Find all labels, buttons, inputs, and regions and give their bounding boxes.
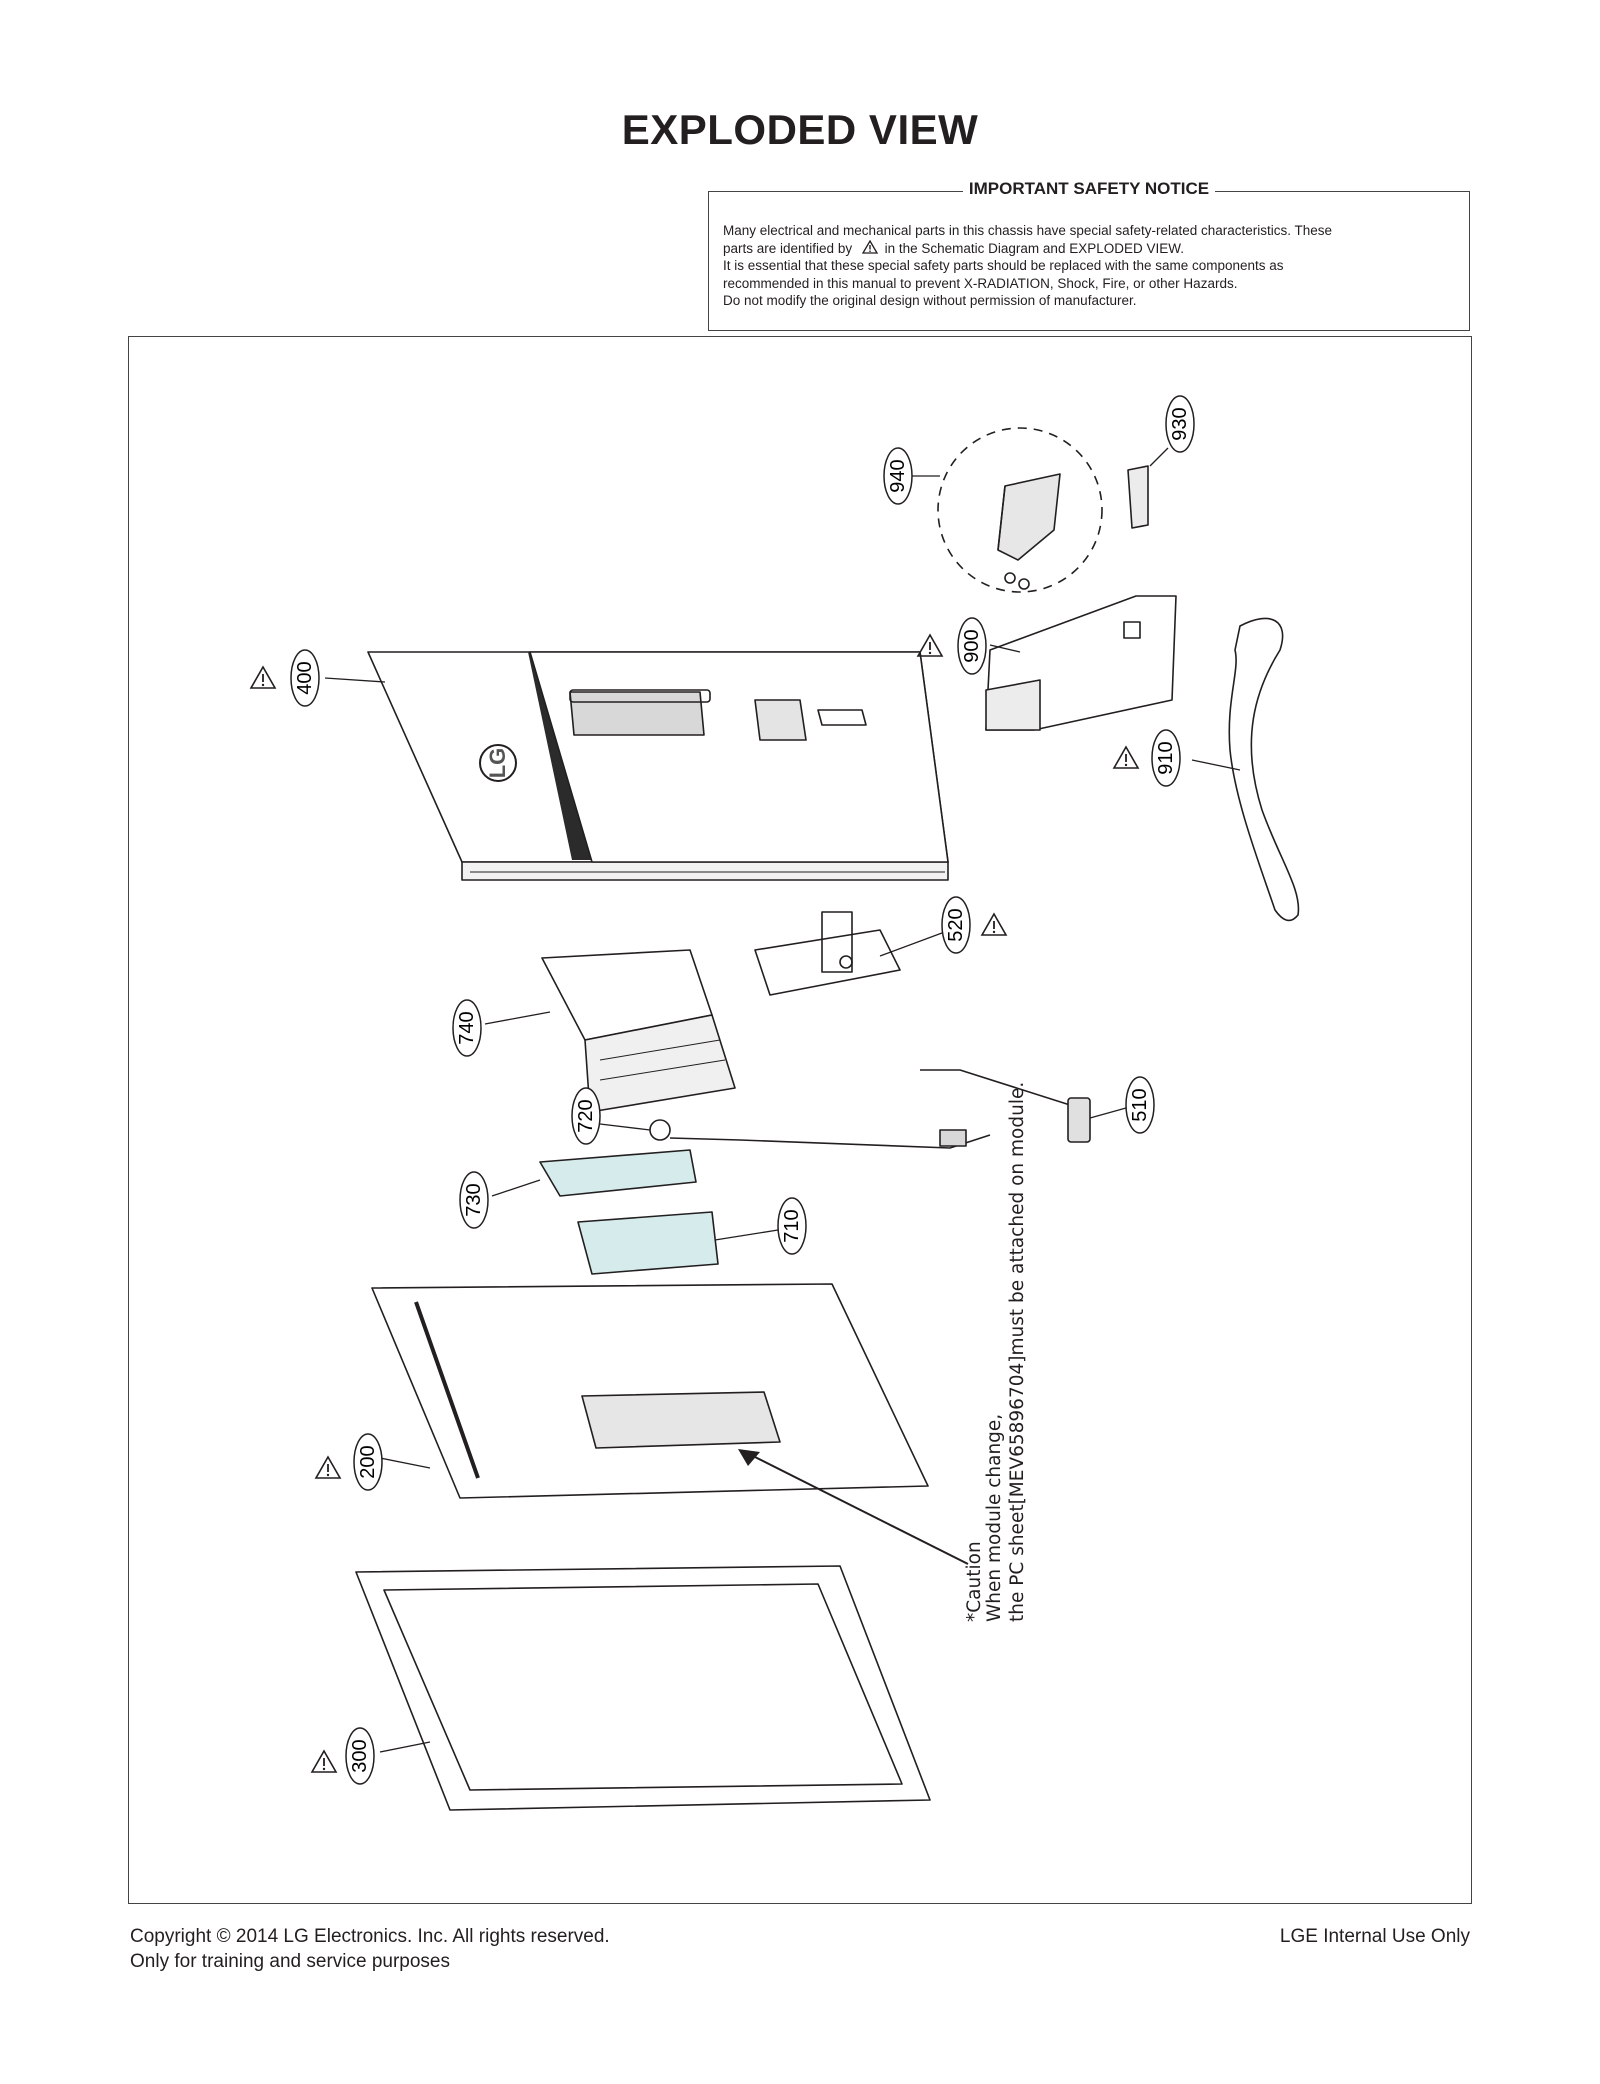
callout-730: 730 (459, 1171, 489, 1229)
callout-910: 910 (1113, 729, 1181, 787)
purpose-text: Only for training and service purposes (130, 1951, 450, 1972)
page-title: EXPLODED VIEW (621, 106, 979, 153)
safety-notice-line: parts are identified by in the Schematic… (723, 239, 1184, 256)
diagram-frame (128, 336, 1472, 1904)
callout-300: 300 (311, 1727, 375, 1785)
part-label: 300 (349, 1739, 371, 1772)
caution-line: When module change, (984, 1414, 1005, 1622)
safety-notice-line: Many electrical and mechanical parts in … (723, 223, 1333, 238)
callout-930: 930 (1165, 395, 1195, 453)
callout-740: 740 (452, 999, 482, 1057)
part-label: 910 (1155, 741, 1177, 774)
safety-notice-line: It is essential that these special safet… (723, 258, 1284, 273)
main-board-part (541, 949, 736, 1113)
warning-triangle-icon (861, 239, 878, 254)
part-label: 930 (1169, 407, 1191, 440)
power-cable-part (649, 1119, 991, 1149)
part-label: 940 (887, 459, 909, 492)
part-label: 510 (1129, 1088, 1151, 1121)
safety-notice-line: Do not modify the original design withou… (723, 293, 1137, 308)
internal-use-text: LGE Internal Use Only (1279, 1926, 1470, 1947)
callout-400: 400 (250, 649, 320, 707)
part-label: 520 (945, 908, 967, 941)
footer-left: Copyright © 2014 LG Electronics. Inc. Al… (130, 1924, 610, 1974)
safety-notice-box: IMPORTANT SAFETY NOTICE Many electrical … (708, 179, 1470, 331)
stand-parts-group (937, 427, 1103, 593)
part-label: 200 (357, 1445, 379, 1478)
leader-lines (324, 447, 1241, 1753)
caution-line: the PC sheet[MEV65896704]must be attache… (1007, 1082, 1028, 1622)
safety-notice-heading: IMPORTANT SAFETY NOTICE (962, 179, 1216, 198)
stand-body-part (985, 595, 1177, 731)
interface-board-part (539, 1149, 697, 1197)
part-label: 720 (575, 1099, 597, 1132)
part-label: 710 (781, 1209, 803, 1242)
display-module-part (371, 1283, 929, 1499)
safety-notice-body: Many electrical and mechanical parts in … (723, 222, 1455, 310)
caution-note: *Caution When module change, the PC shee… (964, 1082, 1028, 1622)
power-board-part (577, 1211, 719, 1275)
stand-neck-part (1228, 617, 1300, 922)
back-cover-part (367, 651, 949, 881)
callout-510: 510 (1125, 1076, 1155, 1134)
stand-bracket-part (754, 911, 901, 996)
part-label: 900 (961, 629, 983, 662)
safety-notice-line: recommended in this manual to prevent X-… (723, 275, 1238, 291)
part-label: 740 (456, 1011, 478, 1044)
callout-200: 200 (315, 1433, 383, 1491)
callout-720: 720 (571, 1087, 601, 1145)
callout-900: 900 (917, 617, 987, 675)
callout-520: 520 (941, 896, 1007, 954)
part-label: 730 (463, 1183, 485, 1216)
cover-logo-text: LG (485, 748, 510, 779)
front-bezel-part (355, 1565, 931, 1811)
part-label: 400 (294, 661, 316, 694)
switch-cable-part (920, 1069, 1091, 1143)
copyright-text: Copyright © 2014 LG Electronics. Inc. Al… (130, 1926, 610, 1947)
callout-940: 940 (883, 447, 913, 505)
caution-line: *Caution (964, 1541, 985, 1622)
callout-710: 710 (777, 1197, 807, 1255)
stand-cap-part (1127, 465, 1149, 529)
